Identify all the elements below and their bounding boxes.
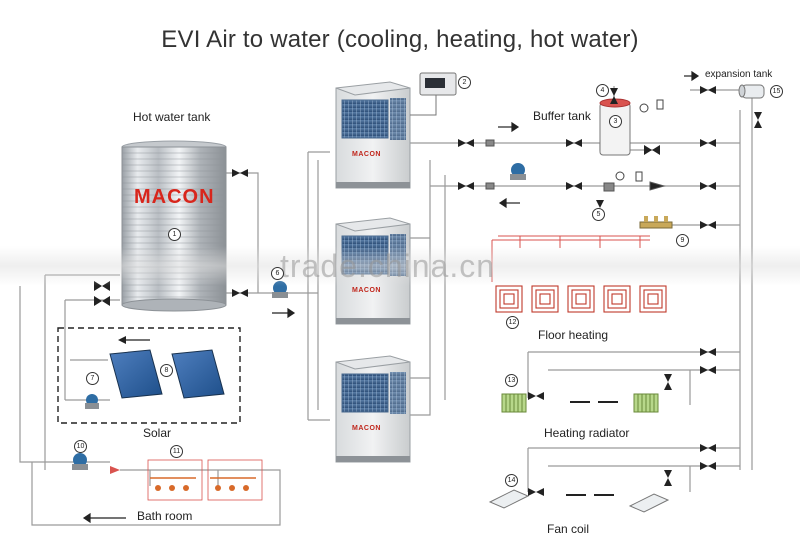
badge-1: 1	[168, 228, 181, 241]
heat-pump-unit-3	[335, 355, 411, 463]
label-heating-radiator: Heating radiator	[544, 426, 630, 440]
gauge-icon	[615, 99, 664, 182]
flow-arrows	[82, 70, 700, 524]
unit-3-brand: MACON	[352, 425, 381, 432]
label-buffer-tank: Buffer tank	[533, 109, 591, 123]
badge-4: 4	[596, 84, 609, 97]
badge-14: 14	[505, 474, 518, 487]
badge-6: 6	[271, 267, 284, 280]
page-title: EVI Air to water (cooling, heating, hot …	[161, 26, 639, 53]
fan-coil-icon	[488, 489, 670, 513]
unit-2-brand: MACON	[352, 287, 381, 294]
badge-13: 13	[505, 374, 518, 387]
badge-2: 2	[458, 76, 471, 89]
badge-10: 10	[74, 440, 87, 453]
badge-11: 11	[170, 445, 183, 458]
radiator-icon	[501, 393, 659, 413]
bath-room-fixtures	[110, 459, 263, 501]
floor-heating-pipes	[491, 235, 650, 282]
badge-5: 5	[592, 208, 605, 221]
label-hot-water-tank: Hot water tank	[133, 110, 211, 124]
label-expansion-tank: expansion tank	[705, 69, 773, 80]
controller-panel	[410, 72, 457, 116]
shower-head-icon	[155, 485, 249, 491]
solar-panel-1	[109, 349, 163, 399]
label-solar: Solar	[143, 426, 172, 440]
solar-panel-2	[171, 349, 225, 399]
label-floor-heating: Floor heating	[538, 328, 609, 342]
check-valve-icon	[485, 139, 666, 192]
tank-brand: MACON	[134, 186, 215, 208]
badge-15: 15	[770, 85, 783, 98]
badge-9: 9	[676, 234, 689, 247]
unit-1-brand: MACON	[352, 151, 381, 158]
badge-7: 7	[86, 372, 99, 385]
heat-pump-unit-1	[335, 81, 411, 189]
watermark-text: trade.china.cn	[280, 248, 496, 284]
floor-heating-manifold	[639, 216, 673, 229]
label-bath-room: Bath room	[137, 509, 193, 523]
floor-heating-loops	[495, 285, 667, 313]
badge-3: 3	[609, 115, 622, 128]
solar-box	[57, 327, 241, 424]
label-fan-coil: Fan coil	[547, 522, 590, 536]
badge-12: 12	[506, 316, 519, 329]
hot-water-tank	[121, 140, 227, 312]
expansion-tank	[738, 84, 765, 99]
badge-8: 8	[160, 364, 173, 377]
